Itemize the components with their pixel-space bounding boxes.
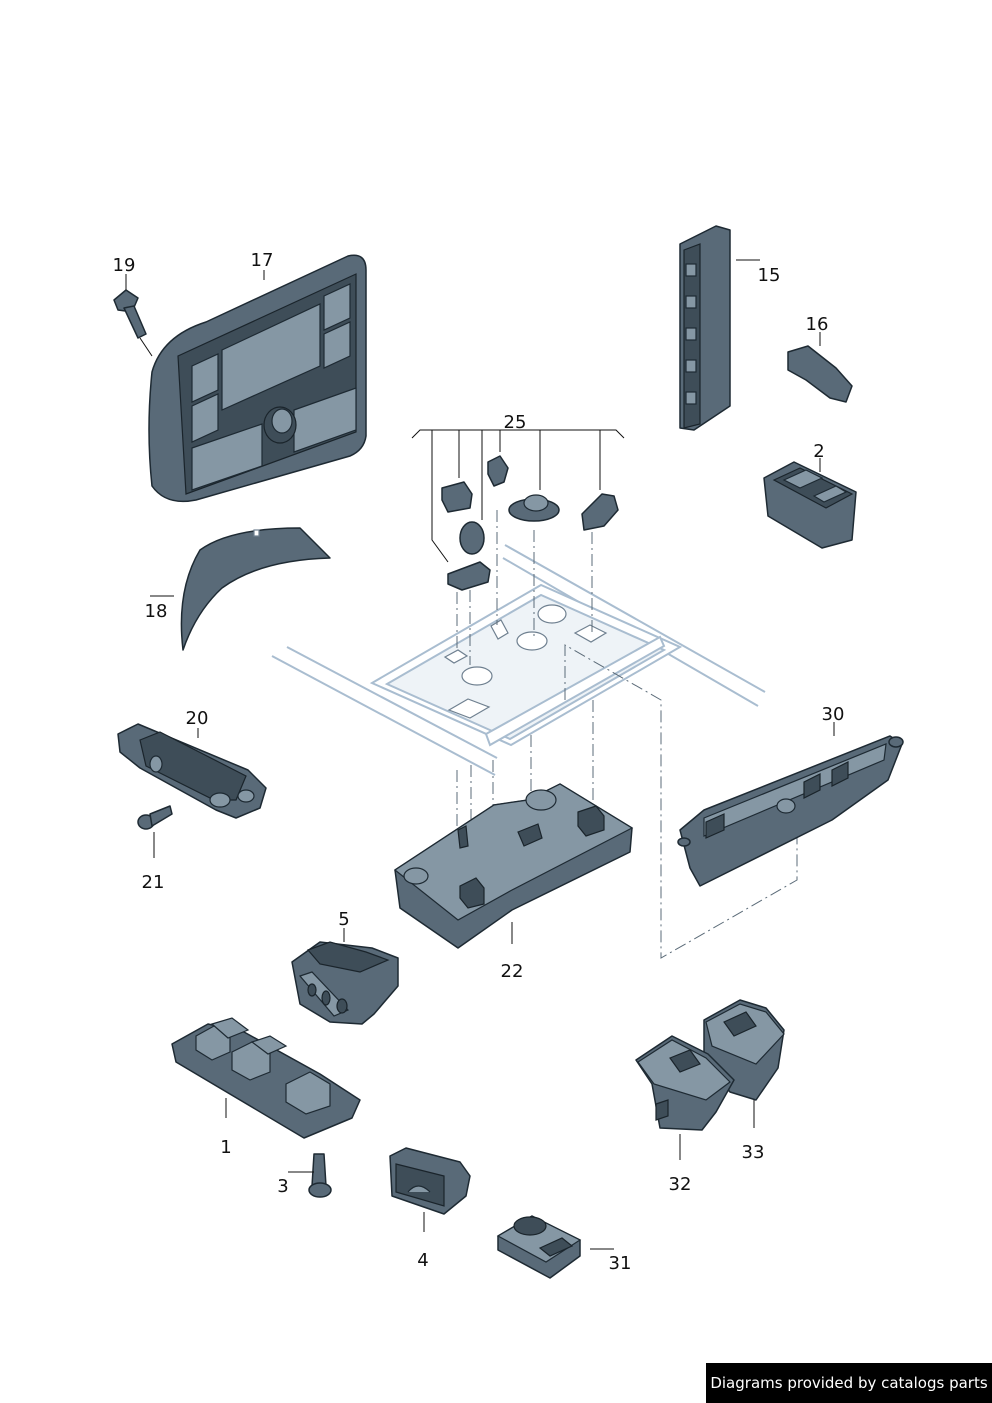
label-4: 4 <box>417 1250 428 1271</box>
label-32: 32 <box>669 1174 692 1195</box>
label-16: 16 <box>806 314 829 335</box>
switch-unit-20 <box>117 723 267 819</box>
window-switch-1 <box>171 1017 361 1139</box>
vent-strip-15 <box>679 225 731 431</box>
label-5: 5 <box>338 909 349 930</box>
attribution-footer: Diagrams provided by catalogs parts <box>706 1363 992 1403</box>
label-30: 30 <box>822 704 845 725</box>
bracket-18 <box>180 527 331 651</box>
leader-lines <box>125 259 835 1250</box>
screw-21 <box>137 805 173 830</box>
switch-32 <box>635 1035 735 1131</box>
label-20: 20 <box>186 708 209 729</box>
label-31: 31 <box>609 1253 632 1274</box>
label-18: 18 <box>145 601 168 622</box>
screw-3 <box>308 1153 332 1198</box>
console-bracket-22 <box>393 783 634 949</box>
control-panel-17 <box>148 254 367 503</box>
label-22: 22 <box>501 961 524 982</box>
label-21: 21 <box>142 872 165 893</box>
switch-panel-30 <box>677 735 904 887</box>
clip-16 <box>787 345 853 403</box>
label-25: 25 <box>504 412 527 433</box>
label-33: 33 <box>742 1142 765 1163</box>
switch-4 <box>389 1147 471 1215</box>
label-15: 15 <box>758 265 781 286</box>
alignment-lines <box>456 510 798 959</box>
label-17: 17 <box>251 250 274 271</box>
switch-5 <box>291 941 399 1025</box>
knobs-25 <box>441 455 619 591</box>
screw-19 <box>113 289 147 339</box>
switch-2 <box>763 461 857 549</box>
label-2: 2 <box>813 441 824 462</box>
switch-31 <box>496 1215 582 1279</box>
console-panel <box>271 544 766 776</box>
part-labels: 19 17 15 16 25 2 18 20 30 21 5 22 1 33 3… <box>113 250 845 1274</box>
label-3: 3 <box>277 1176 288 1197</box>
label-1: 1 <box>220 1137 231 1158</box>
label-19: 19 <box>113 255 136 276</box>
